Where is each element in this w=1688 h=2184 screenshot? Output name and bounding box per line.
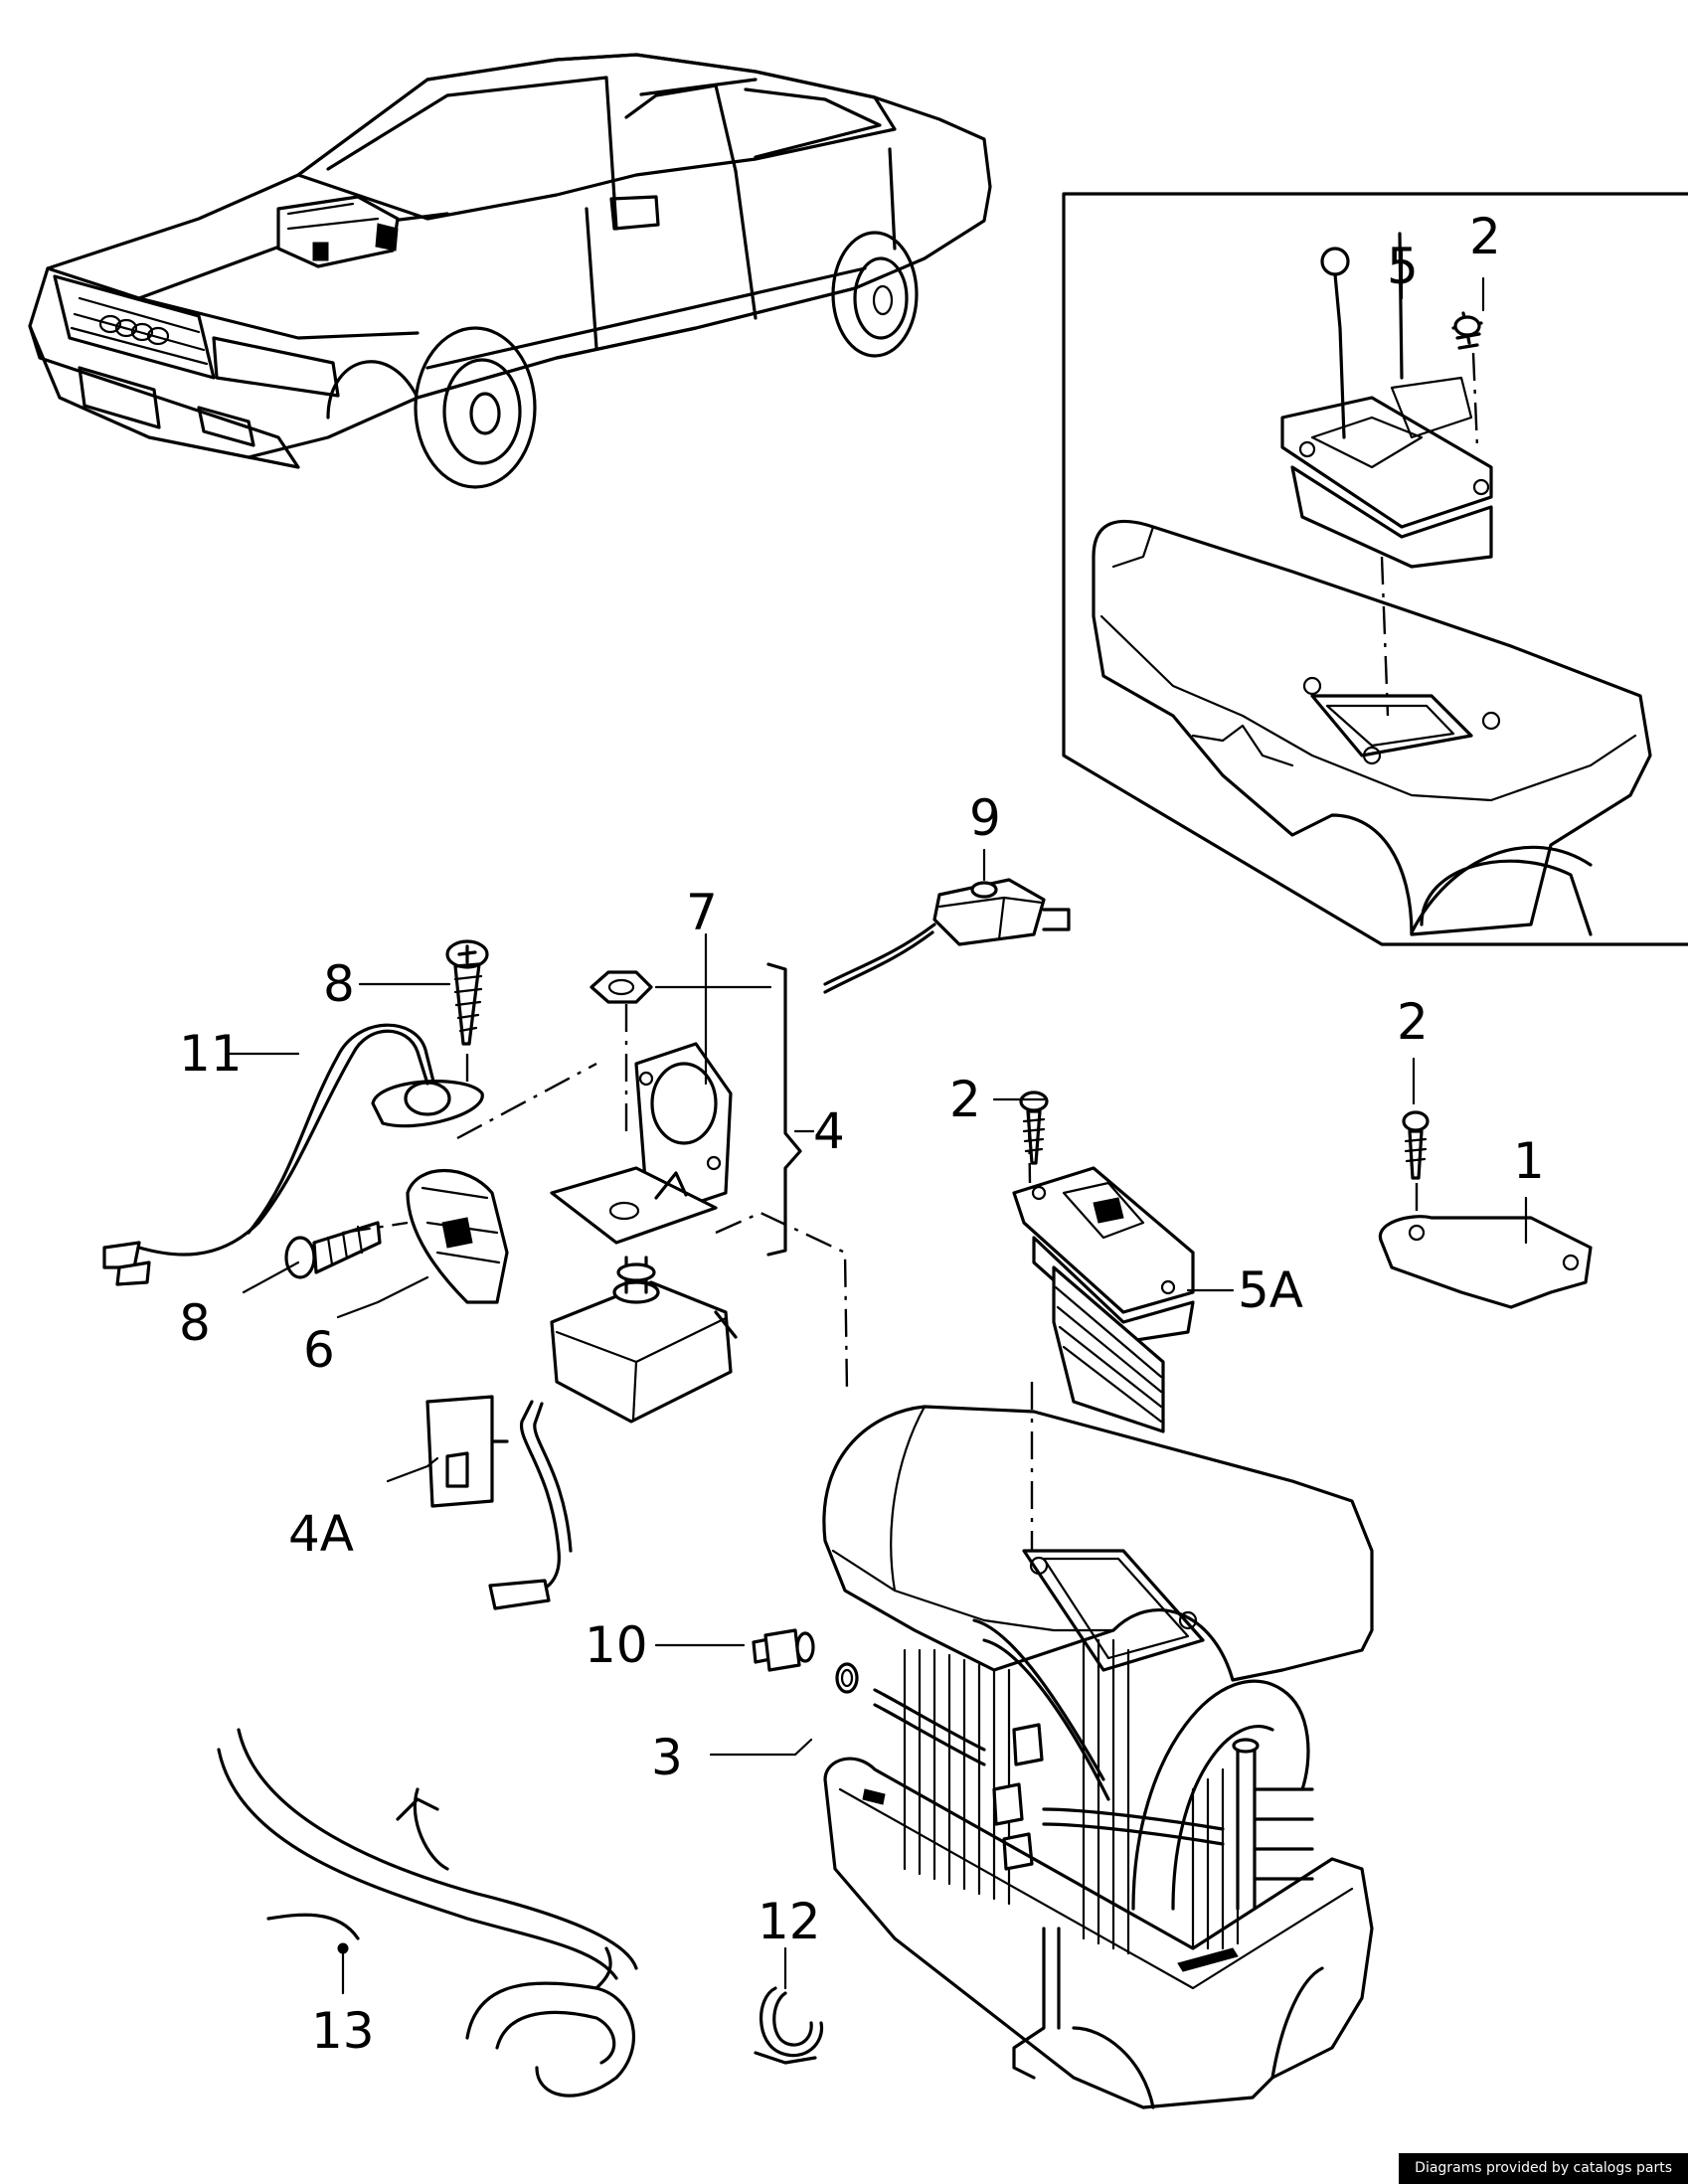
callout-1: 1 <box>1513 1132 1545 1190</box>
diagram-credit: Diagrams provided by catalogs parts <box>1399 2153 1688 2184</box>
callout-7: 7 <box>686 884 718 941</box>
callout-5A: 5A <box>1238 1261 1303 1319</box>
left-assembly <box>102 878 1071 1610</box>
callout-2-mid: 2 <box>949 1071 981 1128</box>
callout-8-top: 8 <box>323 955 355 1013</box>
callout-4A: 4A <box>288 1505 354 1563</box>
callout-12: 12 <box>758 1893 821 1950</box>
callout-11: 11 <box>179 1025 243 1083</box>
callout-13: 13 <box>311 2002 375 2060</box>
callout-4: 4 <box>813 1102 845 1160</box>
callout-3: 3 <box>651 1729 683 1786</box>
leader-lines <box>227 247 1528 1995</box>
callout-8-bottom: 8 <box>179 1294 211 1352</box>
main-housing <box>217 1091 1593 2109</box>
callout-2-right: 2 <box>1397 993 1429 1051</box>
callout-9: 9 <box>969 789 1001 847</box>
car-illustration <box>28 53 992 489</box>
callout-6: 6 <box>303 1321 335 1379</box>
callout-labels: 1 2 2 2 3 4 4A 5 5A 6 7 8 8 9 10 11 12 1… <box>179 208 1545 2060</box>
callout-10: 10 <box>585 1616 648 1674</box>
inset-panel <box>1062 192 1688 946</box>
callout-5: 5 <box>1387 238 1419 295</box>
callout-2-inset: 2 <box>1469 208 1501 265</box>
